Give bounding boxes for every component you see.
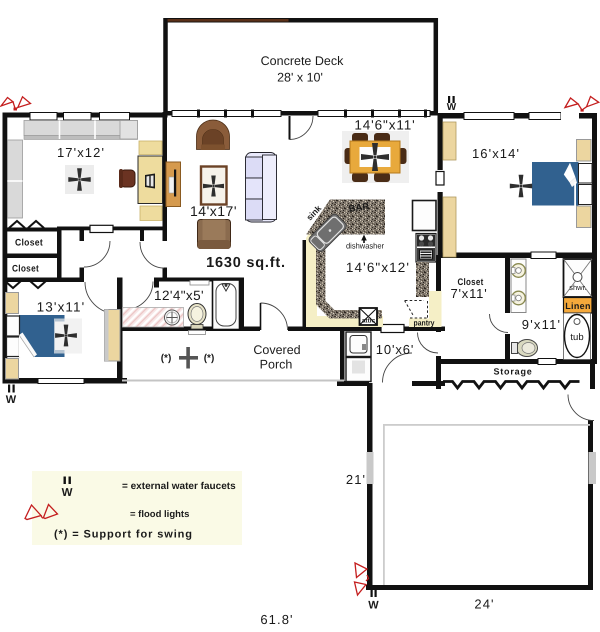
svg-text:Covered: Covered (253, 343, 300, 357)
svg-text:W: W (6, 394, 17, 406)
svg-text:12'4"x5': 12'4"x5' (154, 288, 204, 303)
svg-text:1630 sq.ft.: 1630 sq.ft. (206, 255, 286, 271)
svg-text:7'x11': 7'x11' (451, 286, 488, 301)
svg-text:10'x6': 10'x6' (376, 342, 415, 357)
svg-text:24': 24' (474, 597, 494, 612)
svg-text:dishwasher: dishwasher (346, 242, 384, 251)
svg-text:tub: tub (570, 332, 583, 343)
svg-text:Porch: Porch (260, 357, 293, 371)
svg-text:17'x12': 17'x12' (57, 145, 105, 160)
svg-text:Storage: Storage (493, 367, 532, 377)
svg-text:shwr.: shwr. (569, 283, 587, 292)
svg-text:Linen: Linen (565, 301, 591, 311)
svg-text:= external water faucets: = external water faucets (122, 481, 236, 492)
svg-text:Concrete Deck: Concrete Deck (261, 54, 344, 68)
svg-text:W: W (368, 600, 379, 612)
svg-text:(*) = Support for swing: (*) = Support for swing (54, 529, 192, 541)
svg-text:14'6"x12': 14'6"x12' (346, 260, 410, 275)
svg-text:= flood lights: = flood lights (130, 509, 189, 520)
svg-text:(*): (*) (204, 353, 215, 364)
svg-text:attic: attic (362, 318, 376, 325)
svg-text:21': 21' (346, 472, 366, 487)
svg-text:13'x11': 13'x11' (37, 300, 86, 315)
svg-text:(*): (*) (161, 353, 172, 364)
svg-text:Closet: Closet (458, 277, 484, 288)
svg-text:16'x14': 16'x14' (472, 146, 520, 161)
svg-text:pantry: pantry (414, 319, 435, 328)
svg-text:9'x11': 9'x11' (522, 317, 561, 332)
svg-text:Closet: Closet (15, 238, 43, 249)
svg-text:28' x 10': 28' x 10' (277, 71, 323, 85)
svg-text:14'6"x11': 14'6"x11' (354, 118, 415, 133)
svg-text:BAR: BAR (348, 201, 370, 215)
svg-text:Closet: Closet (12, 264, 39, 275)
svg-text:W: W (447, 102, 457, 113)
svg-text:W: W (62, 487, 73, 499)
svg-text:61.8': 61.8' (260, 612, 293, 627)
svg-text:14'x17': 14'x17' (190, 203, 237, 219)
